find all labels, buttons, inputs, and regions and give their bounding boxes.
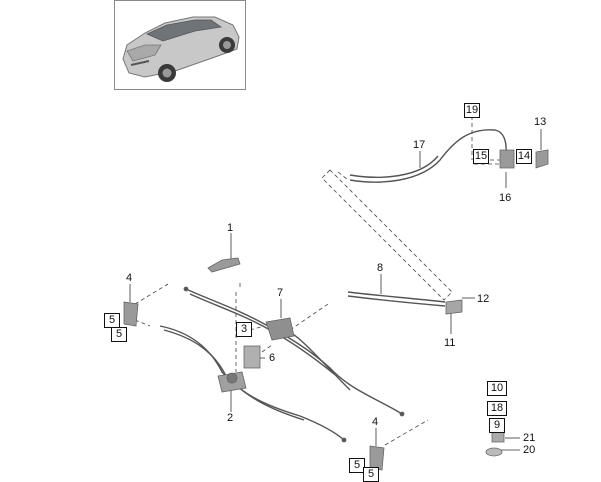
callout-7: 7 — [277, 287, 284, 299]
callout-box-18: 18 — [487, 401, 507, 416]
part-1-handle — [207, 257, 241, 273]
callout-2: 2 — [227, 412, 234, 424]
cable-8 — [347, 291, 446, 303]
callout-17: 17 — [413, 139, 426, 151]
part-16-mount — [499, 149, 515, 169]
part-2-pivot — [226, 372, 238, 384]
cable-lower-a — [159, 325, 345, 441]
vehicle-thumbnail-frame — [114, 0, 246, 90]
callout-21: 21 — [523, 432, 536, 444]
cable-17b — [349, 155, 439, 178]
dash-routing-a — [321, 169, 453, 301]
part-7-housing — [265, 317, 295, 341]
callout-1: 1 — [227, 222, 234, 234]
callout-box-15: 15 — [473, 149, 489, 164]
cable-upper-a — [185, 288, 403, 415]
cable-8b — [347, 295, 446, 307]
part-4a-latch — [123, 301, 139, 327]
dash-4b — [384, 419, 429, 446]
cable-end-a — [183, 286, 189, 292]
callout-16: 16 — [499, 192, 512, 204]
dash-4a — [134, 283, 169, 305]
cable-upper-b — [189, 293, 335, 375]
callout-box-5a: 5 — [104, 313, 120, 328]
dash-routing-b — [337, 171, 349, 181]
callout-12: 12 — [477, 293, 490, 305]
part-11-clip — [445, 299, 463, 315]
callout-11: 11 — [444, 337, 456, 349]
part-6-bracket — [243, 345, 261, 369]
callout-4a: 4 — [126, 272, 133, 284]
callout-box-3: 3 — [236, 322, 252, 337]
dash-6 — [261, 344, 273, 353]
callout-4b: 4 — [372, 416, 379, 428]
dash-5a — [134, 319, 151, 327]
callout-8: 8 — [377, 262, 384, 274]
cable-end-c — [341, 437, 347, 443]
callout-box-14: 14 — [516, 149, 532, 164]
cable-end-b — [399, 411, 405, 417]
callout-box-5c: 5 — [349, 458, 365, 473]
part-21-clip — [491, 431, 505, 443]
dash-7 — [289, 303, 329, 331]
callout-20: 20 — [523, 444, 536, 456]
part-13-actuator — [535, 149, 549, 169]
cable-17 — [349, 129, 507, 183]
callout-box-9: 9 — [489, 418, 505, 433]
callout-box-19: 19 — [464, 103, 480, 118]
callout-box-5b: 5 — [111, 327, 127, 342]
cable-mid — [285, 329, 351, 391]
callout-box-10: 10 — [487, 381, 507, 396]
callout-6: 6 — [269, 352, 276, 364]
callout-13: 13 — [534, 116, 547, 128]
dash-3 — [249, 325, 265, 331]
vehicle-thumbnail-icon — [122, 16, 240, 82]
part-4b-latch — [369, 445, 385, 471]
part-20-plug — [485, 447, 503, 457]
